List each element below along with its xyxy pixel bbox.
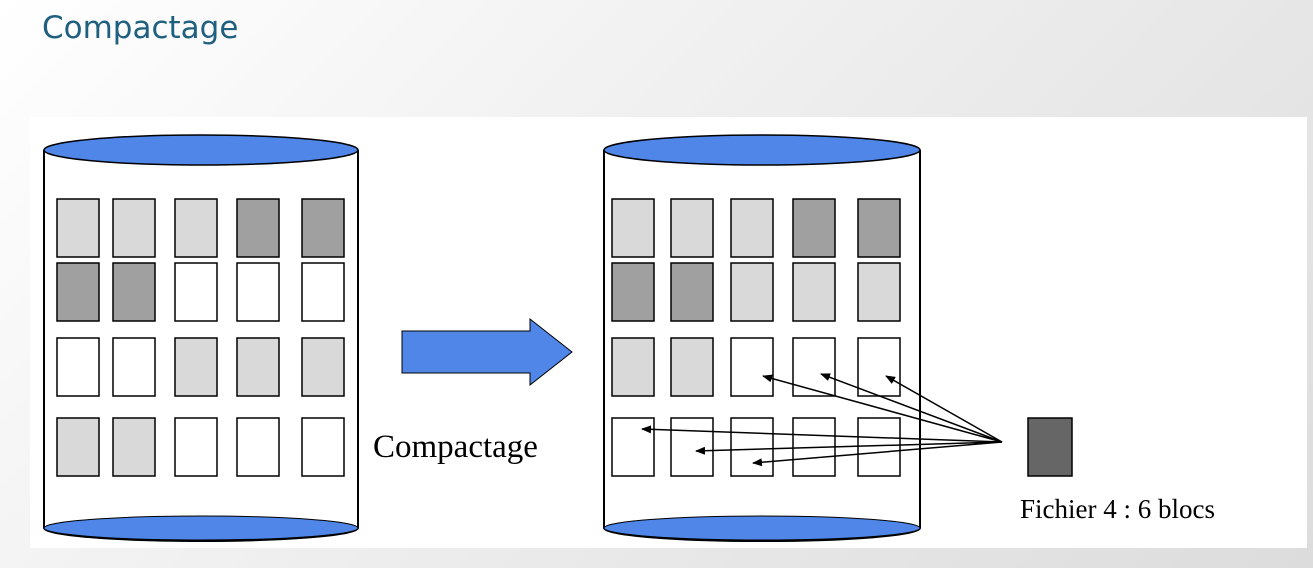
disk-block-empty (56, 337, 100, 397)
disk-block-dark (112, 262, 156, 322)
disk-block-empty (730, 417, 774, 477)
disk-block-light (730, 198, 774, 258)
slide-title: Compactage (42, 10, 239, 46)
disk-block-empty (730, 337, 774, 397)
disk-block-light (174, 198, 218, 258)
disk-block-light (792, 262, 836, 322)
diagram-panel: Compactage Fichier 4 : 6 blocs (30, 117, 1307, 548)
allocation-arrow (695, 441, 1003, 455)
compaction-arrow (401, 317, 573, 387)
disk-block-empty (112, 337, 156, 397)
compaction-label: Compactage (373, 429, 538, 465)
disk-block-dark (611, 262, 655, 322)
disk-after (603, 134, 921, 542)
disk-block-light (611, 198, 655, 258)
disk-block-empty (611, 417, 655, 477)
disk-block-light (611, 337, 655, 397)
disk-block-dark (670, 262, 714, 322)
disk-block-dark (857, 198, 901, 258)
allocation-arrow (885, 375, 1003, 443)
disk-block-empty (857, 417, 901, 477)
disk-before-top-cap (43, 134, 359, 166)
allocation-arrows (641, 373, 1003, 467)
disk-block-light (857, 262, 901, 322)
disk-block-light (56, 198, 100, 258)
disk-block-light (174, 337, 218, 397)
disk-block-light (112, 198, 156, 258)
file-4-block (1027, 417, 1073, 477)
disk-block-light (236, 337, 280, 397)
allocation-arrow (752, 441, 1003, 467)
disk-block-light (112, 417, 156, 477)
disk-after-top-cap (603, 134, 921, 166)
disk-after-bottom-cap (603, 515, 921, 541)
allocation-arrow (820, 373, 1003, 443)
disk-block-light (730, 262, 774, 322)
compaction-diagram: Compactage Fichier 4 : 6 blocs (43, 134, 1215, 542)
disk-block-dark (236, 198, 280, 258)
disk-before-bottom-cap (43, 515, 359, 541)
disk-block-empty (857, 337, 901, 397)
disk-block-empty (301, 262, 345, 322)
disk-block-empty (670, 417, 714, 477)
disk-block-dark (792, 198, 836, 258)
disk-after-blocks (611, 198, 901, 477)
disk-block-light (670, 198, 714, 258)
disk-before-blocks (56, 198, 345, 477)
allocation-arrow (641, 425, 1003, 443)
disk-block-empty (792, 337, 836, 397)
disk-block-empty (236, 262, 280, 322)
disk-before (43, 134, 359, 542)
allocation-arrow (762, 374, 1003, 443)
file-4-label: Fichier 4 : 6 blocs (1020, 494, 1215, 524)
disk-block-empty (174, 417, 218, 477)
disk-block-light (56, 417, 100, 477)
disk-block-dark (56, 262, 100, 322)
disk-block-empty (236, 417, 280, 477)
disk-block-empty (301, 417, 345, 477)
disk-block-empty (174, 262, 218, 322)
disk-block-dark (301, 198, 345, 258)
disk-block-light (670, 337, 714, 397)
disk-block-light (301, 337, 345, 397)
